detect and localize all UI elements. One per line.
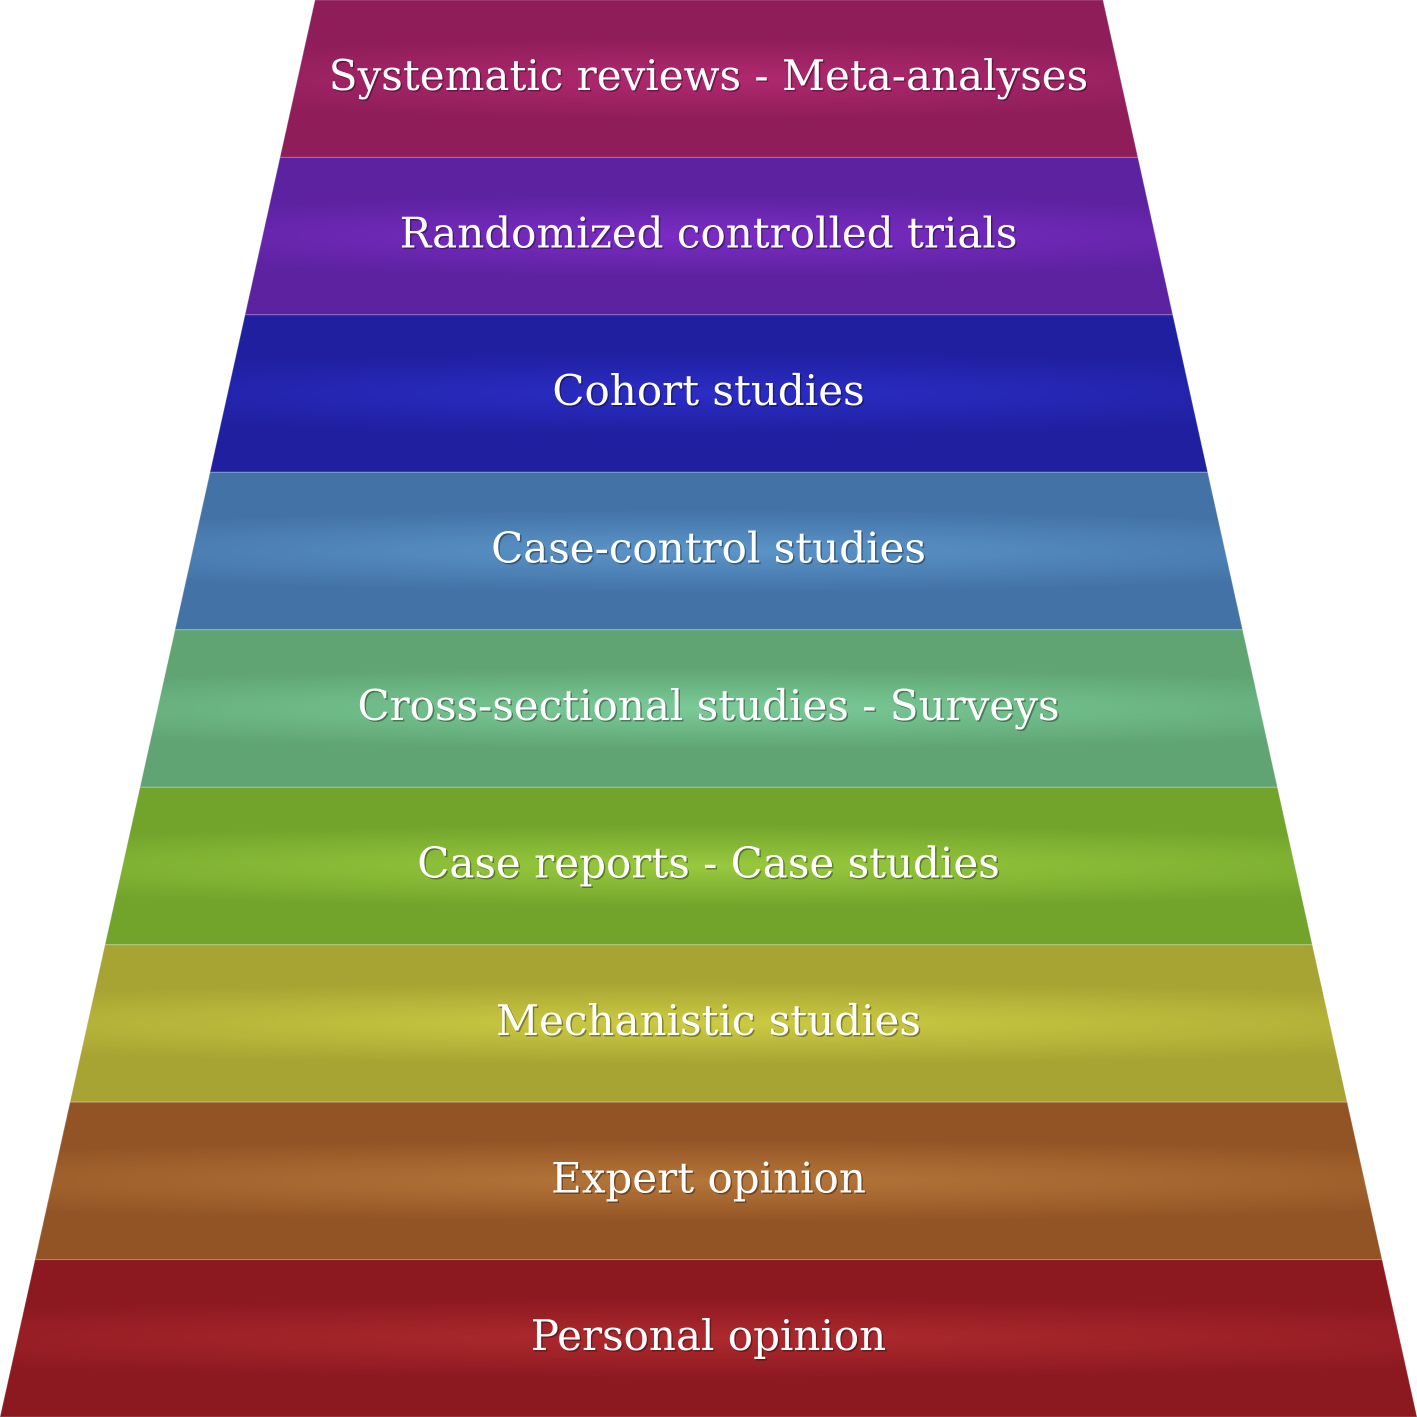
tier-label-shadow: Systematic reviews - Meta-analyses — [330, 53, 1089, 102]
tier-label: Cohort studies — [552, 366, 864, 415]
pyramid-tier: Systematic reviews - Meta-analysesSystem… — [279, 0, 1139, 158]
tier-label-shadow: Cohort studies — [554, 368, 866, 417]
tier-label: Expert opinion — [551, 1153, 866, 1202]
tier-label: Randomized controlled trials — [400, 209, 1018, 258]
tier-label: Mechanistic studies — [496, 996, 921, 1045]
tier-label-shadow: Cross-sectional studies - Surveys — [359, 683, 1061, 732]
tier-label-shadow: Mechanistic studies — [498, 997, 923, 1046]
tier-label: Personal opinion — [531, 1311, 886, 1360]
tier-label-shadow: Case-control studies — [493, 525, 928, 574]
tier-label-shadow: Case reports - Case studies — [419, 840, 1002, 889]
tier-shape — [0, 1259, 1417, 1417]
tier-label-shadow: Expert opinion — [553, 1155, 868, 1204]
tier-label: Case reports - Case studies — [417, 838, 1000, 887]
tier-label-shadow: Personal opinion — [532, 1312, 887, 1361]
tier-label: Systematic reviews - Meta-analyses — [329, 51, 1088, 100]
tier-label: Case-control studies — [491, 524, 926, 573]
pyramid-tier: Cross-sectional studies - SurveysCross-s… — [139, 629, 1279, 788]
tier-label: Cross-sectional studies - Surveys — [357, 681, 1059, 730]
tier-label-shadow: Randomized controlled trials — [401, 210, 1019, 259]
